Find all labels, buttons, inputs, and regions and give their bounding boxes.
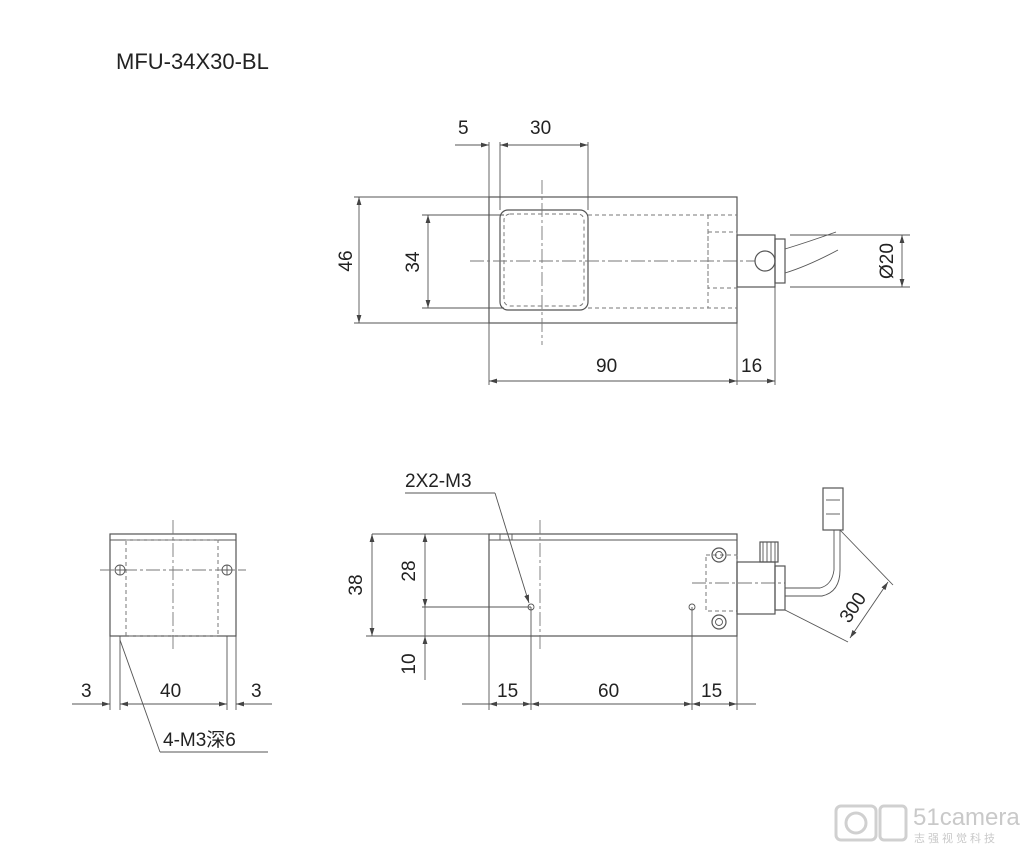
camera-icon [834,804,878,842]
dim-front-28: 28 [399,560,420,581]
top-view: 5 30 46 34 90 16 Ø20 [336,118,910,385]
dim-side-40: 40 [160,681,181,702]
dim-front-15a: 15 [497,681,518,702]
front-cable [785,530,835,589]
dim-top-d20: Ø20 [877,243,898,279]
dim-top-5: 5 [458,118,469,139]
cable-connector [822,487,844,531]
dim-top-46: 46 [336,250,357,271]
logo-text: 51camera [913,804,1020,831]
dim-top-30: 30 [530,118,551,139]
note-4-m3: 4-M3深6 [163,729,236,751]
watermark-logo: 51camera 志强视觉科技 [834,804,1020,845]
dim-top-16: 16 [741,356,762,377]
front-screw-top [711,547,727,563]
logo-subtext: 志强视觉科技 [914,831,998,845]
top-window-outer [499,209,589,311]
front-knob [759,541,779,563]
top-body-outline [488,196,738,324]
top-window-inner [503,213,585,307]
connector-screw [754,250,776,272]
cable-line [784,231,837,250]
dim-top-34: 34 [403,251,424,273]
dim-front-10: 10 [399,653,420,674]
front-screw-bottom [711,614,727,630]
dim-side-3a: 3 [81,681,92,702]
dim-side-3b: 3 [251,681,262,702]
dim-front-60: 60 [598,681,619,702]
dim-front-300: 300 [836,589,871,627]
model-title: MFU-34X30-BL [116,49,269,74]
note-2x2-m3: 2X2-M3 [405,471,472,492]
dim-front-15b: 15 [701,681,722,702]
front-body-outline [488,533,738,637]
front-view: 300 38 28 10 15 60 15 2X2-M3 [346,471,894,710]
side-view: 3 40 3 4-M3深6 [72,520,272,753]
dim-top-90: 90 [596,356,617,377]
dim-front-38: 38 [346,574,367,595]
